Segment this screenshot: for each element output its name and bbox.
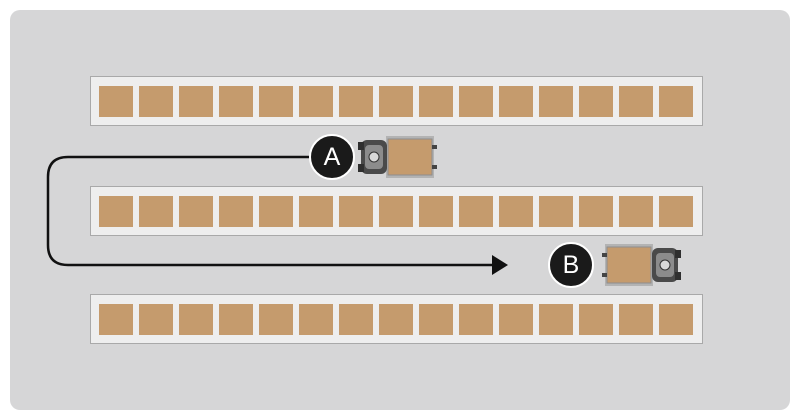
marker-a: A bbox=[309, 134, 355, 180]
pallet-box bbox=[459, 304, 493, 335]
pallet-box bbox=[419, 86, 453, 117]
pallet-box bbox=[259, 196, 293, 227]
storage-rack-top bbox=[90, 76, 703, 126]
pallet-box bbox=[179, 86, 213, 117]
pallet-box bbox=[619, 304, 653, 335]
pallet-box bbox=[219, 196, 253, 227]
pallet-box bbox=[619, 196, 653, 227]
pallet-box bbox=[539, 196, 573, 227]
pallet-box bbox=[179, 196, 213, 227]
storage-rack-middle bbox=[90, 186, 703, 236]
marker-b: B bbox=[548, 242, 594, 288]
pallet-box bbox=[259, 86, 293, 117]
pallet-box bbox=[459, 196, 493, 227]
pallet-box bbox=[99, 304, 133, 335]
pallet-box bbox=[179, 304, 213, 335]
pallet-box bbox=[539, 304, 573, 335]
pallet-box bbox=[419, 196, 453, 227]
pallet-box bbox=[659, 196, 693, 227]
pallet-box bbox=[379, 304, 413, 335]
pallet-box bbox=[99, 86, 133, 117]
pallet-box bbox=[659, 86, 693, 117]
pallet-box bbox=[619, 86, 653, 117]
forklift-icon bbox=[358, 136, 437, 178]
pallet-box bbox=[139, 86, 173, 117]
storage-rack-bottom bbox=[90, 294, 703, 344]
pallet-box bbox=[299, 86, 333, 117]
pallet-box bbox=[219, 86, 253, 117]
pallet-box bbox=[339, 196, 373, 227]
pallet-box bbox=[659, 304, 693, 335]
pallet-box bbox=[579, 196, 613, 227]
pallet-box bbox=[499, 196, 533, 227]
forklift-icon bbox=[602, 244, 681, 286]
pallet-box bbox=[219, 304, 253, 335]
pallet-box bbox=[499, 304, 533, 335]
pallet-box bbox=[339, 86, 373, 117]
route-path bbox=[46, 155, 495, 267]
pallet-box bbox=[299, 196, 333, 227]
pallet-box bbox=[459, 86, 493, 117]
pallet-box bbox=[379, 196, 413, 227]
pallet-box bbox=[99, 196, 133, 227]
pallet-box bbox=[579, 86, 613, 117]
pallet-box bbox=[379, 86, 413, 117]
pallet-box bbox=[299, 304, 333, 335]
pallet-box bbox=[139, 196, 173, 227]
pallet-box bbox=[579, 304, 613, 335]
pallet-box bbox=[139, 304, 173, 335]
pallet-box bbox=[539, 86, 573, 117]
route-arrowhead bbox=[492, 255, 508, 275]
pallet-box bbox=[419, 304, 453, 335]
pallet-box bbox=[259, 304, 293, 335]
pallet-box bbox=[499, 86, 533, 117]
pallet-box bbox=[339, 304, 373, 335]
